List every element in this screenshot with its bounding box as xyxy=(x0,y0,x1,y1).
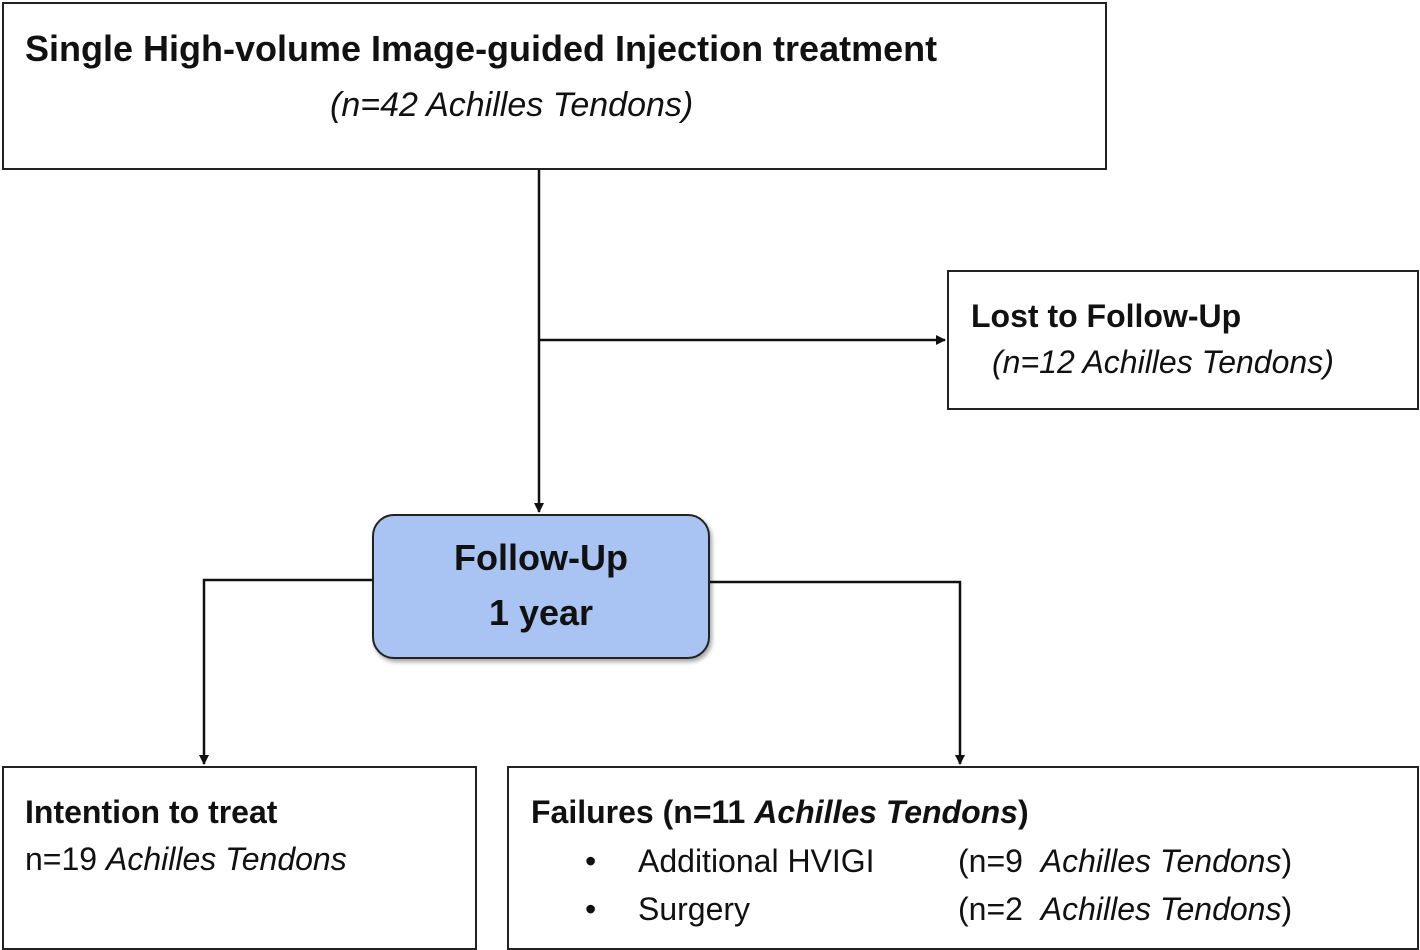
treatment-title: Single High-volume Image-guided Injectio… xyxy=(25,28,938,69)
lost-title: Lost to Follow-Up xyxy=(971,298,1242,334)
itt-count-line: n=19 Achilles Tendons xyxy=(25,843,347,875)
lost-to-followup-box xyxy=(947,270,1419,410)
itt-unit: Achilles Tendons xyxy=(105,841,347,877)
failure-item-count-prefix: (n=2 xyxy=(958,891,1023,927)
failure-item-label: Surgery xyxy=(638,891,751,927)
treatment-box xyxy=(2,2,1107,170)
failures-box xyxy=(507,766,1419,950)
intention-to-treat-box xyxy=(2,766,477,950)
failure-item-unit: Achilles Tendons xyxy=(1040,843,1282,879)
lost-subtitle: (n=12 Achilles Tendons) xyxy=(992,344,1334,380)
failures-title-unit: Achilles Tendons xyxy=(754,794,1018,830)
followup-line1: Follow-Up xyxy=(454,537,628,578)
failure-item-label: Additional HVIGI xyxy=(638,843,875,879)
failures-title-suffix: ) xyxy=(1017,794,1029,830)
treatment-subtitle: (n=42 Achilles Tendons) xyxy=(330,86,694,124)
followup-box xyxy=(372,514,710,659)
followup-line2: 1 year xyxy=(488,592,594,633)
failure-item-suffix: ) xyxy=(1281,891,1293,927)
arrow-followup-to-itt xyxy=(199,578,372,765)
failures-title-prefix: Failures (n=11 xyxy=(531,794,746,830)
failures-title: Failures (n=11 Achilles Tendons) xyxy=(531,796,1029,828)
itt-count: n=19 xyxy=(25,841,98,877)
failure-item-bullet: • xyxy=(585,843,597,879)
failure-item-suffix: ) xyxy=(1281,843,1293,879)
failure-item-count-prefix: (n=9 xyxy=(958,843,1023,879)
itt-title: Intention to treat xyxy=(25,794,278,830)
failure-item-count: (n=9 Achilles Tendons) xyxy=(958,845,1292,877)
failure-item-bullet: • xyxy=(585,891,597,927)
failure-item-count: (n=2 Achilles Tendons) xyxy=(958,893,1292,925)
arrow-followup-to-failures xyxy=(710,580,965,765)
failure-item-unit: Achilles Tendons xyxy=(1040,891,1282,927)
